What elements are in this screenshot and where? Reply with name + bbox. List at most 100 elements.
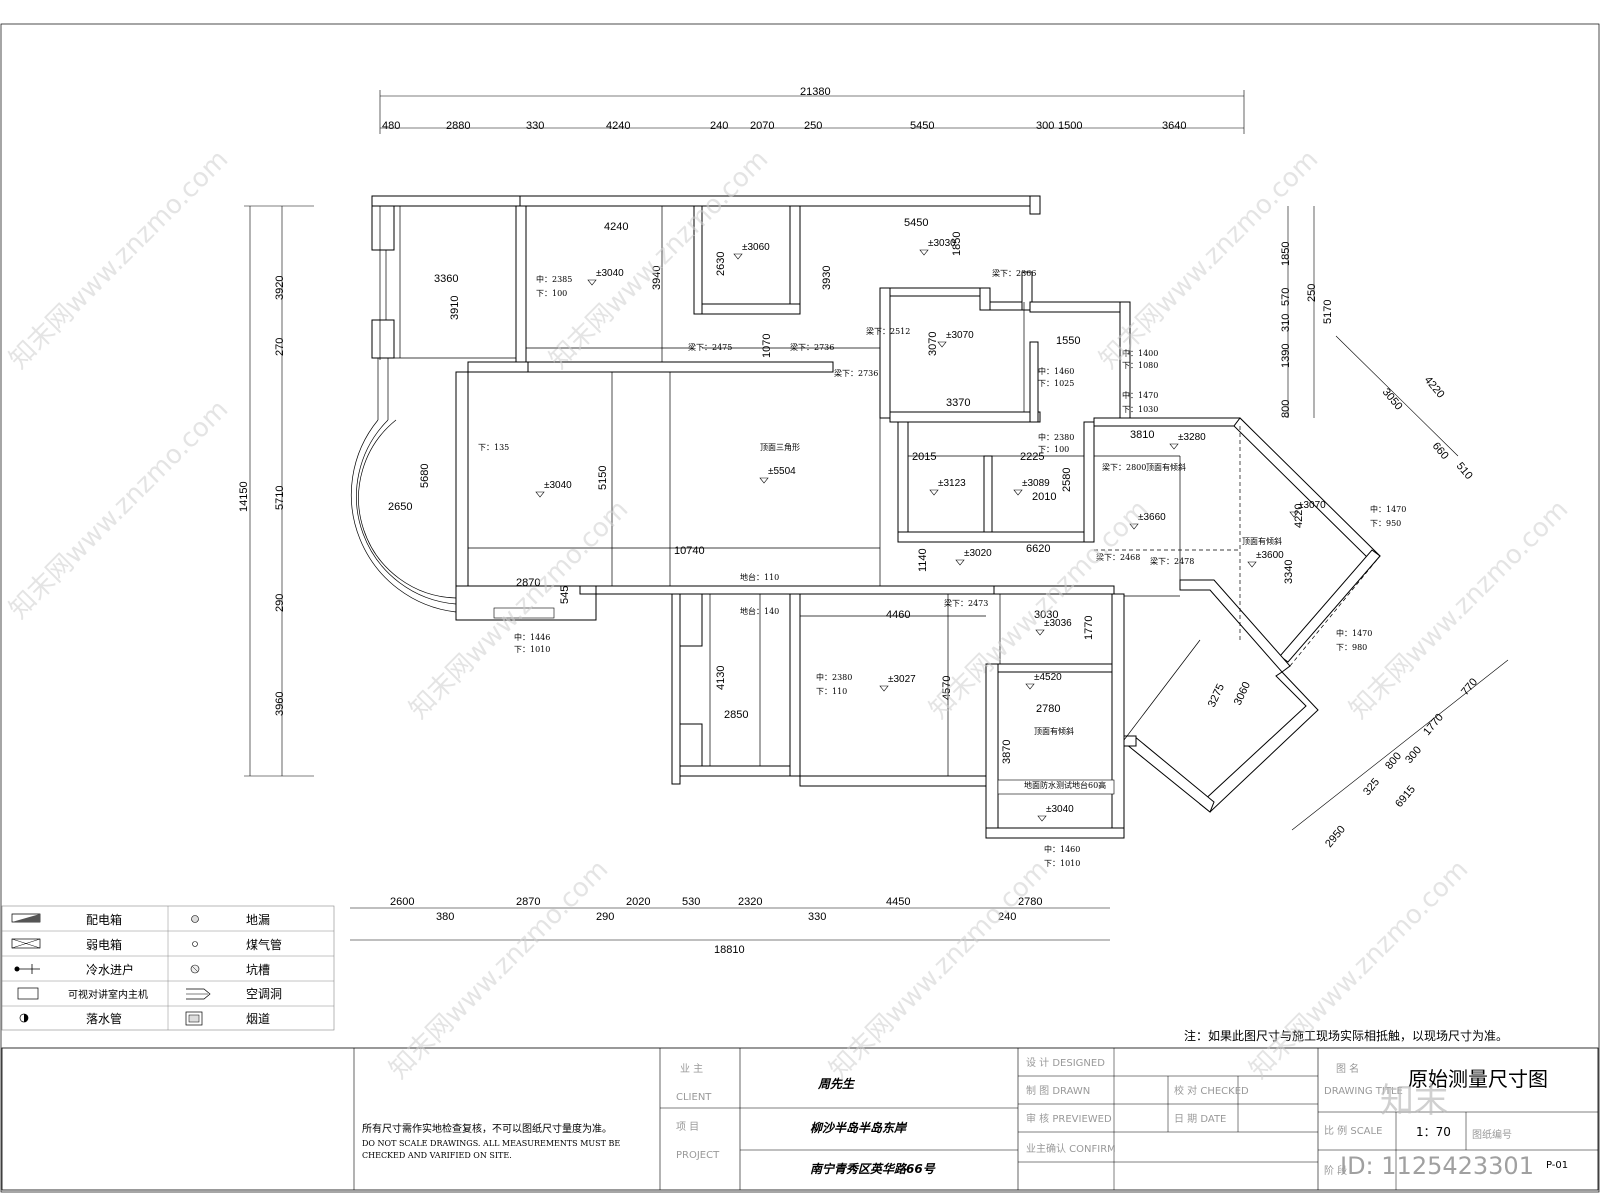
room-dim-29: 1770 [1083,616,1095,640]
room-dim-27: 4460 [886,609,910,621]
legend-floor-drain: 地漏 [246,913,270,927]
dim-bottom2-2: 330 [808,911,826,923]
drawing-title-label-en: DRAWING TITLE [1324,1086,1403,1097]
height-note-7: 下：1025 [1038,379,1074,388]
height-note-27: 下：1010 [514,645,550,654]
room-dim-14: 5150 [597,466,609,490]
height-note-26: 中：1446 [514,632,550,642]
level-marker-11 [1289,511,1299,518]
ceiling-level-5: ±5504 [768,466,796,477]
height-note-29: 下：110 [816,687,847,696]
level-marker-6 [929,489,939,496]
dim-left-2: 5710 [274,486,286,510]
client-label-cn: 业 主 [680,1063,703,1075]
room-dim-30: 4130 [715,666,727,690]
dim-left-0: 3920 [274,276,286,300]
dim-diag-lower-0: 2950 [1323,823,1348,849]
ceiling-level-4: ±3040 [544,480,572,491]
room-dim-18: 2015 [912,451,936,463]
dim-right-1: 570 [1280,288,1292,306]
ceiling-level-15: ±3027 [888,674,916,685]
dim-right-0: 1850 [1280,242,1292,266]
dim-overall-top: 21380 [800,86,831,98]
dim-top-6: 250 [804,120,822,132]
room-dim-19: 2225 [1020,451,1044,463]
height-note-1: 下：100 [536,289,567,298]
level-marker-10 [955,559,965,566]
project-address: 南宁青秀区英华路66号 [810,1162,936,1176]
dim-overall-left: 14150 [238,481,250,512]
dim-top-4: 240 [710,120,728,132]
dim-diag-upper-3: 510 [1454,460,1475,482]
legend-distribution-box: 配电箱 [86,912,122,927]
ceiling-level-0: ±3040 [596,268,624,279]
height-note-22: 梁下：2478 [1150,557,1194,566]
height-note-18: 顶面有倾斜 [1242,536,1282,546]
drawing-title: 原始测量尺寸图 [1408,1067,1548,1091]
watermarks: 知末网www.znzmo.com 知末网www.znzmo.com 知末网www… [4,144,1575,1180]
dim-right-3: 250 [1306,284,1318,302]
height-note-33: 地面防水测试地台60高 [1024,780,1106,790]
height-note-35: 下：1010 [1044,859,1080,868]
dim-diag-lower-4: 1770 [1421,711,1446,737]
height-note-34: 中：1460 [1044,844,1080,854]
ceiling-level-9: ±3660 [1138,512,1166,523]
room-dim-13: 5680 [419,464,431,488]
room-dim-5: 3930 [821,266,833,290]
level-marker-15 [879,685,889,692]
height-note-36: 梁下：2366 [992,269,1036,278]
room-dim-31: 2850 [724,709,748,721]
height-note-28: 中：2380 [816,672,852,682]
height-note-13: 中：2380 [1038,432,1074,442]
height-note-2: 梁下：2475 [688,343,732,352]
room-dim-24: 1140 [917,548,929,572]
previewed-label: 审 核 PREVIEWED [1026,1112,1112,1125]
room-dim-7: 5450 [904,217,928,229]
dim-top-5: 2070 [750,120,774,132]
watermark-10: 知末网www.znzmo.com [1244,854,1475,1085]
legend-ac-hole: 空调洞 [246,987,282,1001]
room-dim-10: 3370 [946,397,970,409]
height-note-0: 中：2385 [536,274,572,284]
room-dim-2: 4240 [604,221,628,233]
dim-top-0: 480 [382,120,400,132]
dim-right-5: 800 [1280,400,1292,418]
room-dim-23: 6620 [1026,543,1050,555]
height-note-16: 顶面有倾斜 [1146,462,1186,472]
legend: 配电箱 弱电箱 冷水进户 可视对讲室内主机 落水管 地漏 煤气管 坑槽 空调洞 … [1,905,335,1031]
height-note-24: 地台：140 [740,606,779,616]
drawn-label: 制 图 DRAWN [1026,1084,1090,1097]
legend-gas-pipe: 煤气管 [246,937,282,952]
dim-left-1: 270 [274,338,286,356]
height-note-17: 顶面三角形 [760,442,800,452]
dim-diag-lower-6: 6915 [1393,783,1418,809]
height-note-11: 下：1030 [1122,405,1158,414]
watermark-5: 知末网www.znzmo.com [404,494,635,725]
ac-hole-icon [186,988,211,1000]
project-label-en: PROJECT [676,1150,720,1161]
disclaimer-cn: 所有尺寸需作实地检查复核，不可以图纸尺寸量度为准。 [362,1122,612,1135]
height-note-9: 下：1080 [1122,361,1158,370]
watermark-id: ID: 1125423301 [1340,1152,1534,1180]
dim-right-2: 310 [1280,314,1292,332]
level-marker-4 [535,491,545,498]
dimension-lines [244,90,1509,941]
gas-pipe-icon [192,941,198,947]
room-dim-1: 3910 [449,296,461,320]
level-marker-16 [1037,815,1047,822]
interior-lines [380,206,1381,776]
legend-downpipe: 落水管 [86,1011,122,1026]
disclaimer-en-line1: DO NOT SCALE DRAWINGS. ALL MEASUREMENTS … [362,1139,620,1148]
drawing-name-label: 图 名 [1336,1062,1359,1075]
dim-bottom2-1: 290 [596,911,614,923]
date-label: 日 期 DATE [1174,1113,1226,1125]
dim-bottom-3: 530 [682,896,700,908]
dim-top-10: 3640 [1162,120,1186,132]
ceiling-level-12: ±3600 [1256,550,1284,561]
ceiling-level-16: ±3040 [1046,804,1074,815]
room-dim-12: 2650 [388,501,412,513]
dim-bottom-1: 2870 [516,896,540,908]
dim-right-4: 1390 [1280,344,1292,368]
dim-bottom-2: 2020 [626,896,650,908]
